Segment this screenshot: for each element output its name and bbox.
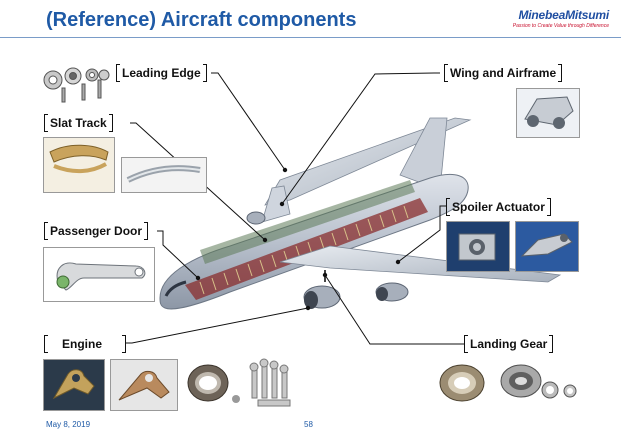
cabin-cutaway [185, 198, 428, 300]
logo-tagline: Passion to Create Value through Differen… [512, 23, 609, 29]
label-engine-text: Engine [62, 337, 103, 351]
page-number: 58 [304, 420, 313, 429]
passenger-door-photo [43, 247, 155, 302]
footer-date: May 8, 2019 [46, 420, 91, 429]
page-title: (Reference) Aircraft components [46, 9, 357, 31]
title-divider [0, 37, 621, 38]
label-engine: Engine [44, 335, 126, 353]
winglet [261, 185, 291, 223]
engine-photo-1 [43, 359, 105, 411]
slat-track-photo-1 [43, 137, 115, 193]
engine-inner-intake [304, 291, 318, 309]
spoiler-actuator-photo-2 [515, 221, 579, 272]
seat-rows [199, 205, 409, 295]
cockpit-windows [164, 280, 187, 297]
wing-airframe-photo [516, 88, 580, 138]
label-passenger-door: Passenger Door [44, 222, 149, 240]
label-spoiler-actuator: Spoiler Actuator [446, 198, 551, 216]
near-wing [279, 245, 562, 283]
callout-lines [126, 72, 464, 345]
engine-far [246, 211, 266, 225]
label-leading-edge: Leading Edge [116, 64, 207, 82]
logo-name: MinebeaMitsumi [518, 8, 609, 22]
slat-track-photo-2 [121, 157, 207, 193]
company-logo: MinebeaMitsumi Passion to Create Value t… [513, 8, 609, 29]
label-wing-airframe: Wing and Airframe [444, 64, 563, 82]
upper-deck-cutaway [200, 180, 415, 264]
spoiler-actuator-photo-1 [446, 221, 510, 272]
label-slat-track: Slat Track [44, 114, 113, 132]
engine-photo-2 [110, 359, 178, 411]
label-landing-gear: Landing Gear [464, 335, 554, 353]
engine-outer-intake [376, 287, 388, 301]
callout-dots [195, 167, 401, 311]
